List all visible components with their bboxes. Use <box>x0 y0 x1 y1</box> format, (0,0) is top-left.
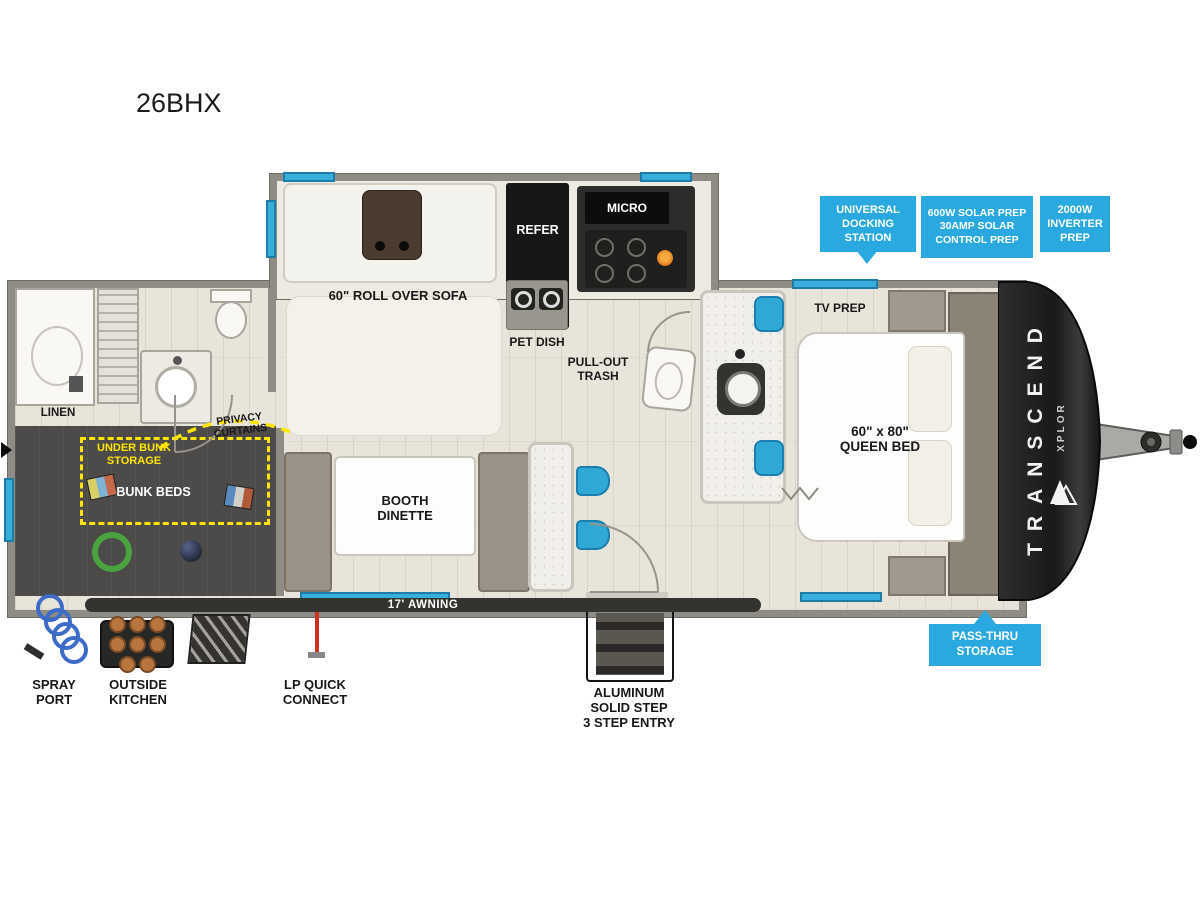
badge-docking-station: UNIVERSAL DOCKING STATION <box>820 196 916 252</box>
burner-icon <box>627 238 646 257</box>
bunk-room <box>15 426 276 596</box>
slide-floor <box>286 296 502 436</box>
pet-bowl-icon <box>539 288 563 310</box>
sink-bowl-icon <box>725 371 761 407</box>
faucet-icon <box>735 349 745 359</box>
cap-shell <box>998 281 1102 601</box>
brand-series: XPLOR <box>1056 402 1067 452</box>
hitch-frame <box>1095 422 1175 462</box>
bunk-wall <box>276 428 284 596</box>
booth-dinette-label: BOOTH DINETTE <box>377 493 433 523</box>
lp-quick-connect-label: LP QUICK CONNECT <box>282 677 348 707</box>
pet-dish-station <box>506 280 568 330</box>
pet-dish-label: PET DISH <box>509 335 565 349</box>
bath-wall <box>268 288 276 392</box>
mountain-logo-icon <box>1054 483 1078 505</box>
peninsula-counter <box>528 442 574 592</box>
model-title: 26BHX <box>136 88 222 118</box>
dinette-table <box>334 456 476 556</box>
front-cap <box>998 281 1197 601</box>
cup-holder-icon <box>399 241 409 251</box>
awning-bar: 17' AWNING <box>85 598 761 612</box>
pull-out-trash-label: PULL-OUT TRASH <box>567 355 629 383</box>
bar-stool <box>576 466 610 496</box>
awning-label: 17' AWNING <box>387 599 459 611</box>
range-stove <box>585 230 687 288</box>
cup-holder-icon <box>375 241 385 251</box>
entry-step-label: ALUMINUM SOLID STEP 3 STEP ENTRY <box>583 685 675 730</box>
basin-icon <box>652 360 685 402</box>
entry-door-sill <box>586 592 668 602</box>
linen-label: LINEN <box>40 407 76 419</box>
badge-inverter-prep: 2000W INVERTER PREP <box>1040 196 1110 252</box>
window-strip <box>283 172 335 182</box>
queen-bed-label: 60" x 80" QUEEN BED <box>839 424 921 455</box>
flame-icon <box>657 250 673 266</box>
window-strip <box>792 279 878 289</box>
toilet-bowl <box>215 301 247 339</box>
burner-icon <box>627 264 646 283</box>
bath-vanity <box>140 350 212 424</box>
island-chair <box>754 296 784 332</box>
window-strip <box>266 200 276 258</box>
ball-icon <box>180 540 202 562</box>
outside-kitchen-label: OUTSIDE KITCHEN <box>109 677 167 707</box>
hose-coil-icon <box>92 532 132 572</box>
pillow <box>908 440 952 526</box>
burner-icon <box>595 264 614 283</box>
rear-arrow-icon <box>1 442 12 458</box>
lp-connect-base <box>308 652 325 658</box>
bedroom-cabinet-bottom <box>888 556 946 596</box>
hitch-ball-icon <box>1183 435 1197 449</box>
microwave-label: MICRO <box>607 201 647 215</box>
fold-out-counter <box>187 614 251 664</box>
badge-pass-thru: PASS-THRU STORAGE <box>929 624 1041 666</box>
spray-port-label: SPRAY PORT <box>32 677 76 707</box>
window-strip <box>640 172 692 182</box>
badge-pointer-up-icon <box>974 610 996 624</box>
hitch-coupler <box>1169 429 1183 455</box>
bedroom-cabinet-top <box>888 290 946 332</box>
brand-wordmark: TRANSCEND <box>1024 316 1047 556</box>
lavatory-fixture <box>640 345 698 413</box>
dinette-bench-right <box>478 452 530 592</box>
toilet <box>210 289 254 343</box>
bunk-beds-label: BUNK BEDS <box>116 485 191 499</box>
entry-steps <box>586 606 674 682</box>
microwave: MICRO <box>585 192 669 224</box>
dinette-bench-left <box>284 452 332 592</box>
shower <box>15 288 95 406</box>
linen-cabinet <box>97 288 139 404</box>
island-chair <box>754 440 784 476</box>
burner-icon <box>595 238 614 257</box>
window-strip <box>800 592 882 602</box>
faucet-icon <box>173 356 182 365</box>
lp-quick-connect-icon <box>315 608 319 654</box>
refrigerator-label: REFER <box>516 223 559 237</box>
pillow <box>908 346 952 432</box>
sofa-table <box>362 190 422 260</box>
under-bunk-storage-label: UNDER BUNK STORAGE <box>97 442 171 467</box>
mountain-logo-icon <box>1050 480 1070 504</box>
bar-stool <box>576 520 610 550</box>
bath-sink <box>155 366 197 408</box>
badge-solar-prep: 600W SOLAR PREP 30AMP SOLAR CONTROL PREP <box>921 196 1033 258</box>
tv-prep-label: TV PREP <box>814 301 866 315</box>
spray-port-icon <box>23 594 88 664</box>
badge-pointer-down-icon <box>856 250 878 264</box>
window-strip <box>4 478 14 542</box>
shower-seat <box>69 376 83 392</box>
pet-bowl-icon <box>511 288 535 310</box>
shower-pan-icon <box>31 326 83 386</box>
outside-kitchen-griddle <box>100 615 174 673</box>
sofa-label: 60" ROLL OVER SOFA <box>328 288 468 303</box>
